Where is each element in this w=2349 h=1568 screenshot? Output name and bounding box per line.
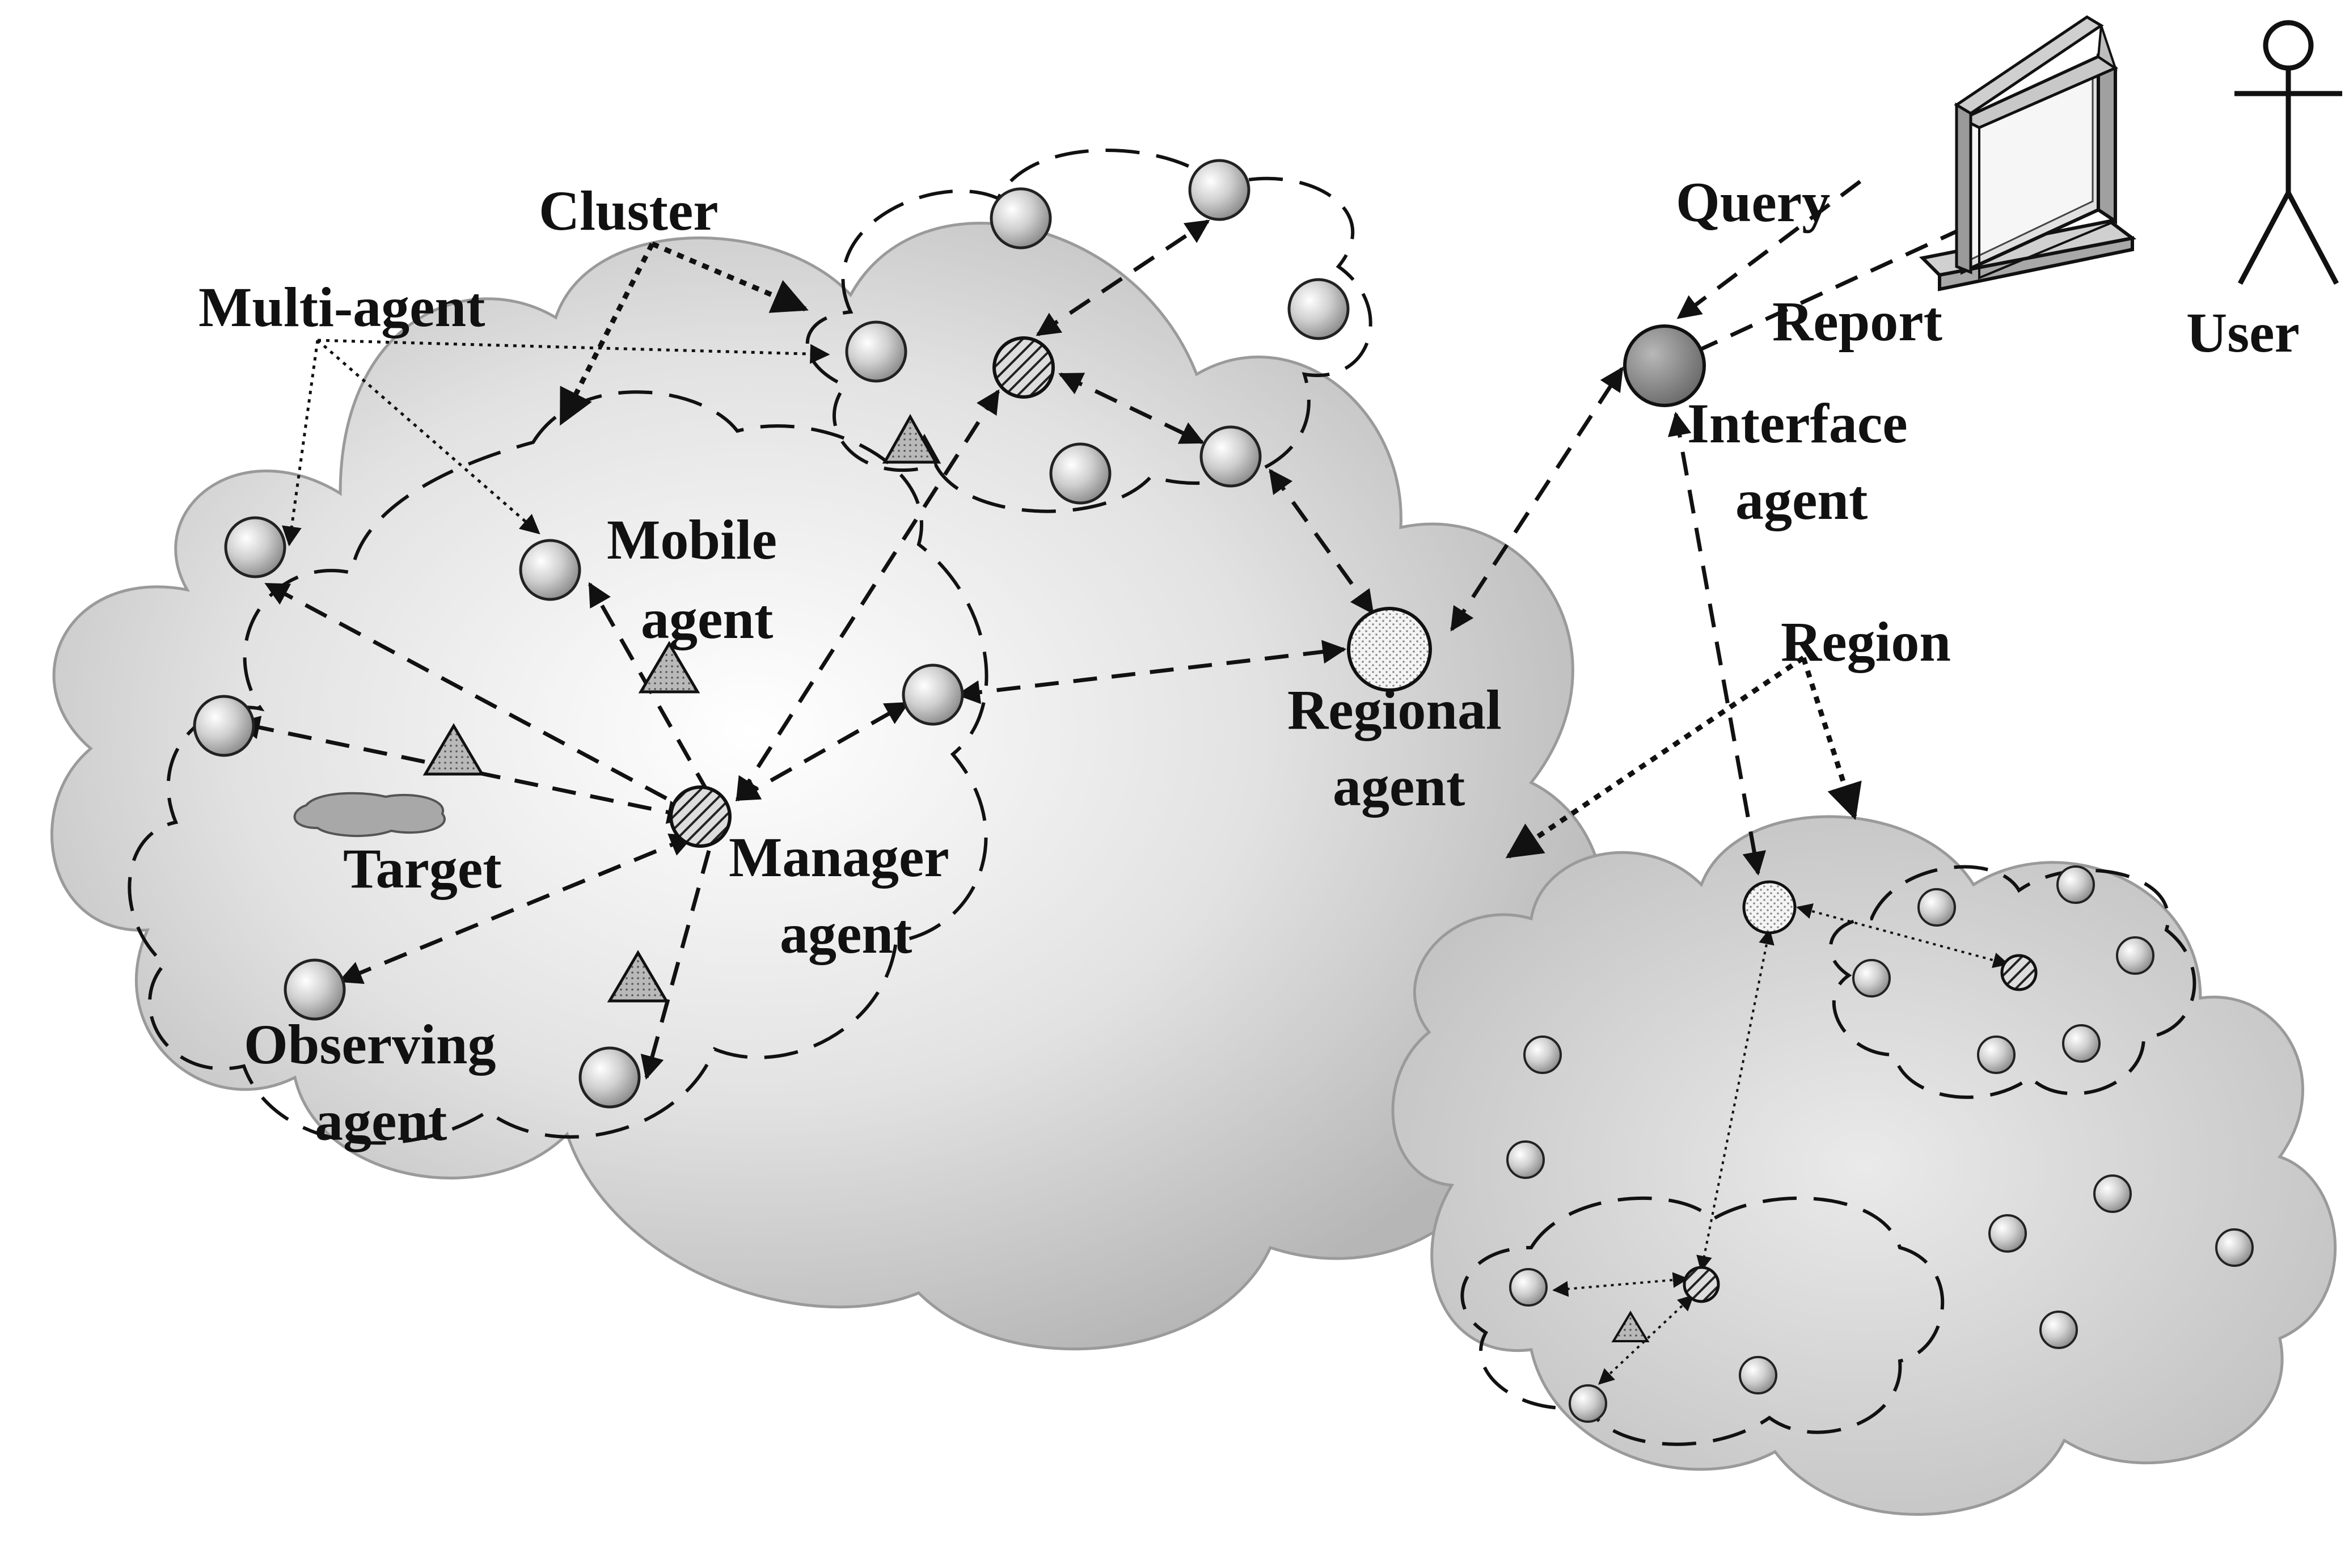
- sensor-node: [1509, 1268, 1548, 1307]
- monitor-icon: [1919, 15, 2137, 291]
- label-manager-agent-2: agent: [780, 902, 912, 965]
- label-regional-agent-1: Regional: [1287, 678, 1502, 741]
- label-region: Region: [1781, 610, 1951, 673]
- mobile-agent-triangle: [1611, 1311, 1650, 1342]
- sensor-node: [1523, 1036, 1562, 1074]
- sensor-node: [845, 320, 907, 383]
- label-mobile-agent-1: Mobile: [607, 508, 777, 571]
- label-regional-agent-2: agent: [1333, 755, 1465, 818]
- label-interface-agent-2: agent: [1735, 468, 1868, 531]
- text-labels: Cluster Multi-agent Mobile agent Target …: [198, 171, 2300, 1152]
- target-icon: [293, 792, 446, 838]
- sensor-node: [224, 516, 286, 578]
- mobile-agent-triangles: [423, 433, 1650, 1342]
- sensor-node: [2056, 865, 2095, 904]
- cluster-head-small-right: [2000, 954, 2038, 991]
- sensor-node: [2215, 1228, 2254, 1267]
- manager-agent-main: [669, 785, 732, 848]
- label-interface-agent-1: Interface: [1687, 392, 1908, 455]
- sensor-node: [1287, 278, 1350, 340]
- sensor-node: [1506, 1140, 1545, 1179]
- label-cluster: Cluster: [539, 179, 719, 242]
- label-pointers: [281, 241, 1862, 859]
- sensor-node: [578, 1046, 641, 1109]
- sensor-node: [902, 663, 964, 726]
- sensor-node: [1988, 1214, 2027, 1253]
- label-observing-agent-1: Observing: [244, 1013, 496, 1076]
- sensor-node: [1199, 425, 1262, 488]
- label-observing-agent-2: agent: [315, 1089, 447, 1152]
- sensor-node: [1049, 442, 1112, 505]
- sensor-node: [1977, 1036, 2016, 1074]
- label-query: Query: [1676, 171, 1830, 234]
- mobile-agent-triangle: [607, 950, 669, 1003]
- sensor-node: [193, 695, 255, 757]
- sensor-node: [990, 187, 1052, 250]
- sensor-node: [1569, 1384, 1607, 1423]
- sensor-node: [2039, 1311, 2078, 1349]
- label-multi-agent: Multi-agent: [198, 276, 485, 339]
- sensor-node: [2116, 936, 2154, 975]
- stick-figure-icon: [2234, 20, 2342, 285]
- regional-agent-node: [1347, 607, 1432, 692]
- sensor-nodes-main: [193, 159, 1350, 1109]
- sensor-node: [519, 539, 581, 601]
- sensor-node: [2093, 1174, 2132, 1213]
- regional-agent-node-small: [1742, 880, 1797, 935]
- interface-agent-node: [1623, 324, 1706, 407]
- label-mobile-agent-2: agent: [641, 588, 773, 650]
- mobile-agent-triangle: [423, 723, 485, 776]
- sensor-node: [1852, 959, 1891, 998]
- sensor-nodes-region: [1506, 865, 2254, 1423]
- cluster-head-small-left: [1683, 1266, 1720, 1303]
- sensor-node: [2062, 1024, 2101, 1063]
- label-manager-agent-1: Manager: [729, 826, 949, 889]
- sensor-node: [1917, 888, 1956, 927]
- label-target: Target: [343, 837, 502, 900]
- label-user: User: [2186, 301, 2300, 364]
- sensor-node: [1739, 1356, 1777, 1394]
- mobile-agent-triangle: [638, 641, 700, 694]
- label-report: Report: [1772, 290, 1942, 353]
- cluster-head-top: [992, 336, 1055, 399]
- mobile-agent-triangle: [882, 413, 939, 464]
- sensor-node: [1188, 159, 1250, 221]
- small-cluster-right-boundary: [1829, 865, 2196, 1099]
- manager-agent-nodes: [669, 336, 1055, 848]
- sensor-node: [284, 958, 346, 1021]
- small-region-links: [1552, 903, 2009, 1385]
